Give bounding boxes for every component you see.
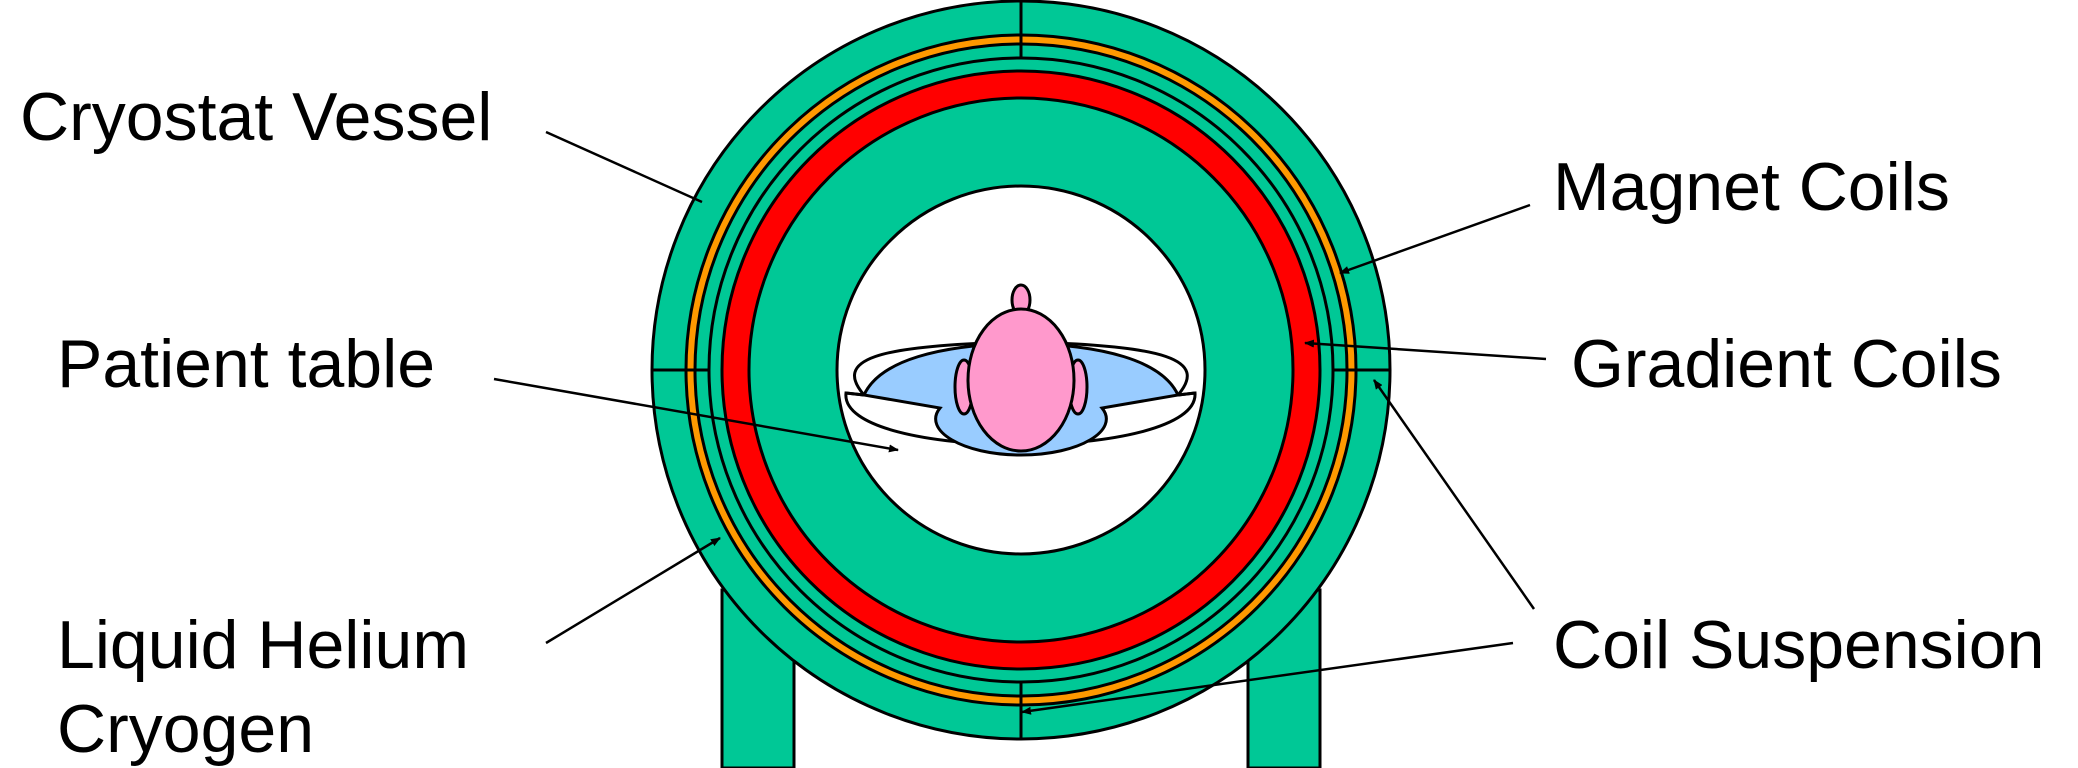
table-edge-right [1178, 393, 1195, 395]
liquid-helium-pointer [546, 538, 720, 643]
magnet-coils-pointer [1340, 205, 1530, 273]
magnet-coils-label: Magnet Coils [1553, 149, 1950, 225]
coil-suspension-pointer-right [1374, 380, 1534, 609]
table-edge-left [846, 393, 864, 395]
liquid-helium-label-line1: Liquid Helium [57, 607, 469, 683]
cryostat-vessel-label: Cryostat Vessel [20, 79, 492, 155]
gradient-coils-label: Gradient Coils [1571, 326, 2002, 402]
cryostat-vessel-pointer [546, 132, 702, 202]
coil-suspension-label: Coil Suspension [1553, 607, 2044, 683]
patient-head [968, 309, 1074, 451]
patient-table-label: Patient table [57, 326, 435, 402]
liquid-helium-label-line2: Cryogen [57, 691, 314, 767]
